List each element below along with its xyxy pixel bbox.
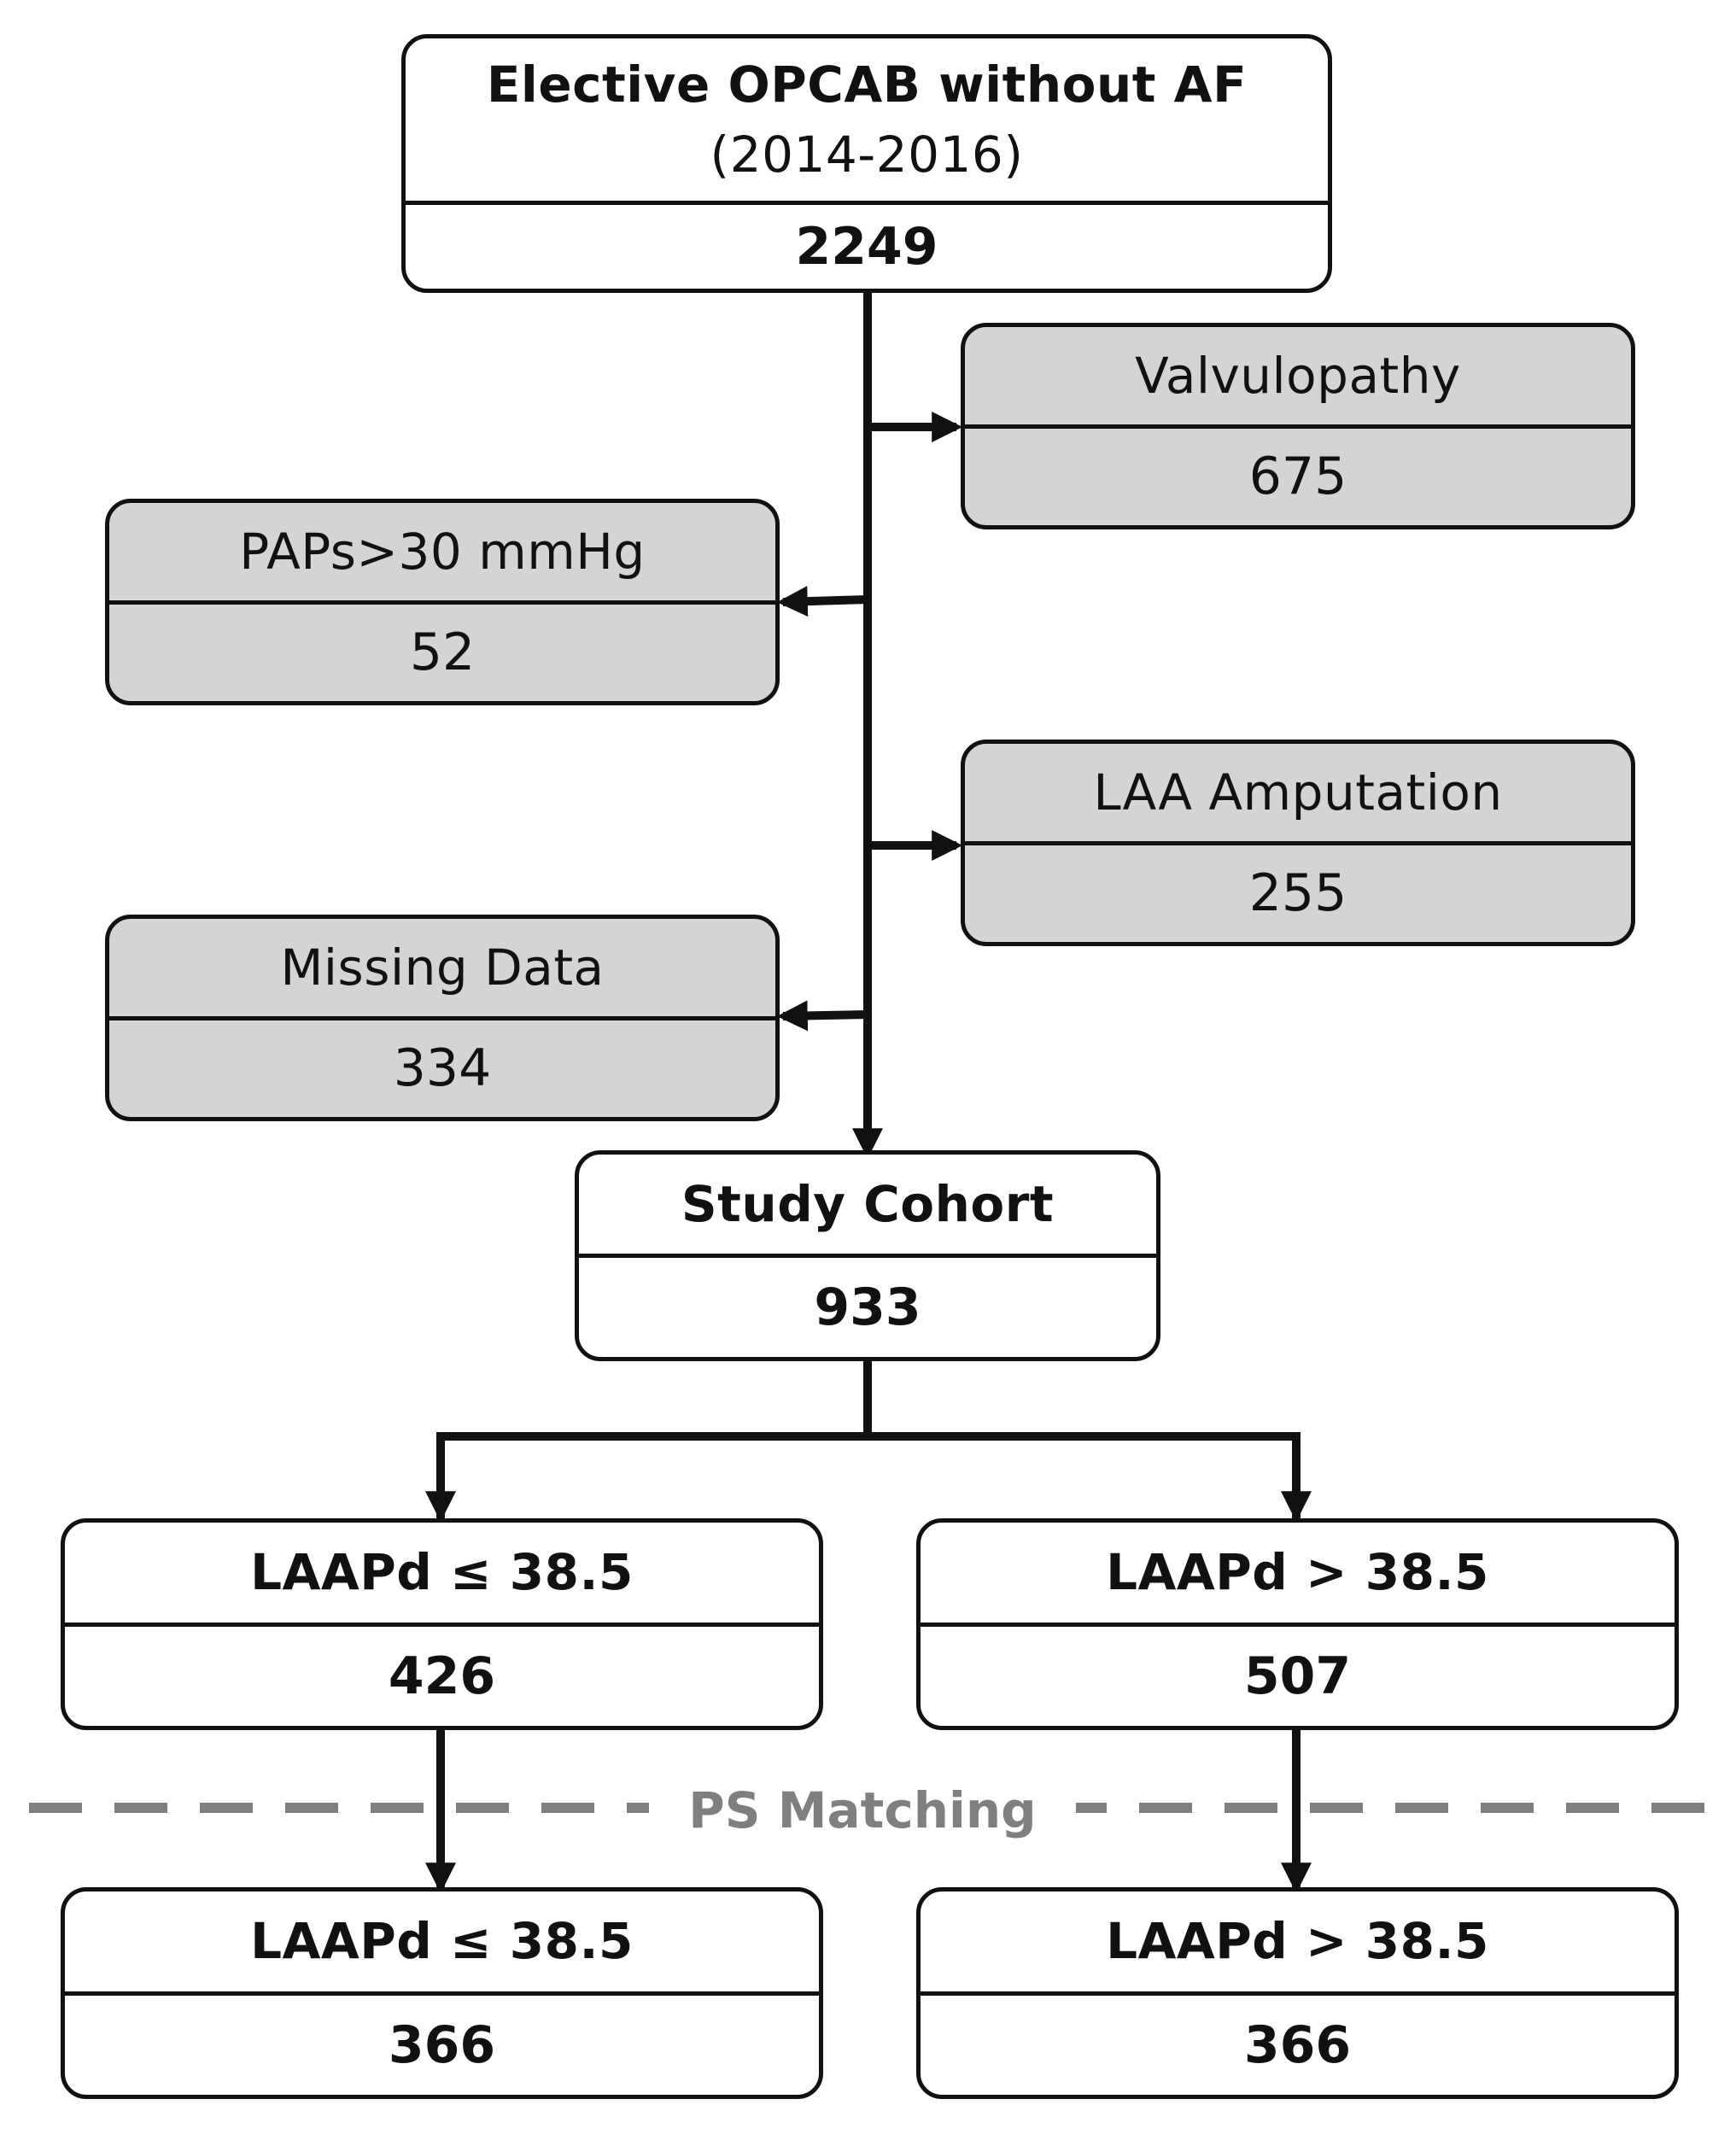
exclusion-count: 334 xyxy=(393,1038,492,1099)
ps-matching-label: PS Matching xyxy=(649,1776,1076,1845)
exclusion-count: 52 xyxy=(409,623,476,683)
start-population-years: (2014-2016) xyxy=(710,126,1024,184)
exclusion-box-laa-amputation: LAA Amputation 255 xyxy=(961,740,1635,946)
start-population-title: Elective OPCAB without AF xyxy=(486,55,1248,114)
matched-count: 366 xyxy=(1243,2014,1352,2075)
matched-count: 366 xyxy=(388,2014,496,2075)
matched-box-low: LAAPd ≤ 38.5 366 xyxy=(61,1887,823,2099)
study-cohort-label: Study Cohort xyxy=(579,1155,1156,1258)
start-population-box: Elective OPCAB without AF (2014-2016) 22… xyxy=(401,34,1332,293)
exclusion-box-paps: PAPs>30 mmHg 52 xyxy=(105,499,780,705)
branch-arrow-missing xyxy=(776,1000,868,1032)
exclusion-label: Missing Data xyxy=(109,919,775,1020)
exclusion-box-valvulopathy: Valvulopathy 675 xyxy=(961,323,1635,529)
group-box-high: LAAPd > 38.5 507 xyxy=(916,1518,1679,1730)
group-box-low: LAAPd ≤ 38.5 426 xyxy=(61,1518,823,1730)
start-population-count: 2249 xyxy=(795,217,938,278)
matched-label: LAAPd > 38.5 xyxy=(921,1892,1675,1996)
exclusion-label: PAPs>30 mmHg xyxy=(109,503,775,605)
exclusion-count: 255 xyxy=(1248,863,1347,924)
branch-arrow-paps xyxy=(776,586,868,617)
matched-label: LAAPd ≤ 38.5 xyxy=(65,1892,819,1996)
exclusion-label: Valvulopathy xyxy=(965,327,1631,429)
start-population-header: Elective OPCAB without AF (2014-2016) xyxy=(406,38,1328,206)
exclusion-box-missing-data: Missing Data 334 xyxy=(105,915,780,1121)
group-label: LAAPd ≤ 38.5 xyxy=(65,1523,819,1627)
split-bar xyxy=(436,1432,1301,1520)
exclusion-count: 675 xyxy=(1248,447,1347,507)
exclusion-label: LAA Amputation xyxy=(965,744,1631,845)
group-count: 507 xyxy=(1243,1646,1352,1706)
study-cohort-count: 933 xyxy=(814,1278,921,1337)
group-label: LAAPd > 38.5 xyxy=(921,1523,1675,1627)
study-cohort-box: Study Cohort 933 xyxy=(575,1150,1160,1361)
group-count: 426 xyxy=(388,1646,496,1706)
matched-box-high: LAAPd > 38.5 366 xyxy=(916,1887,1679,2099)
